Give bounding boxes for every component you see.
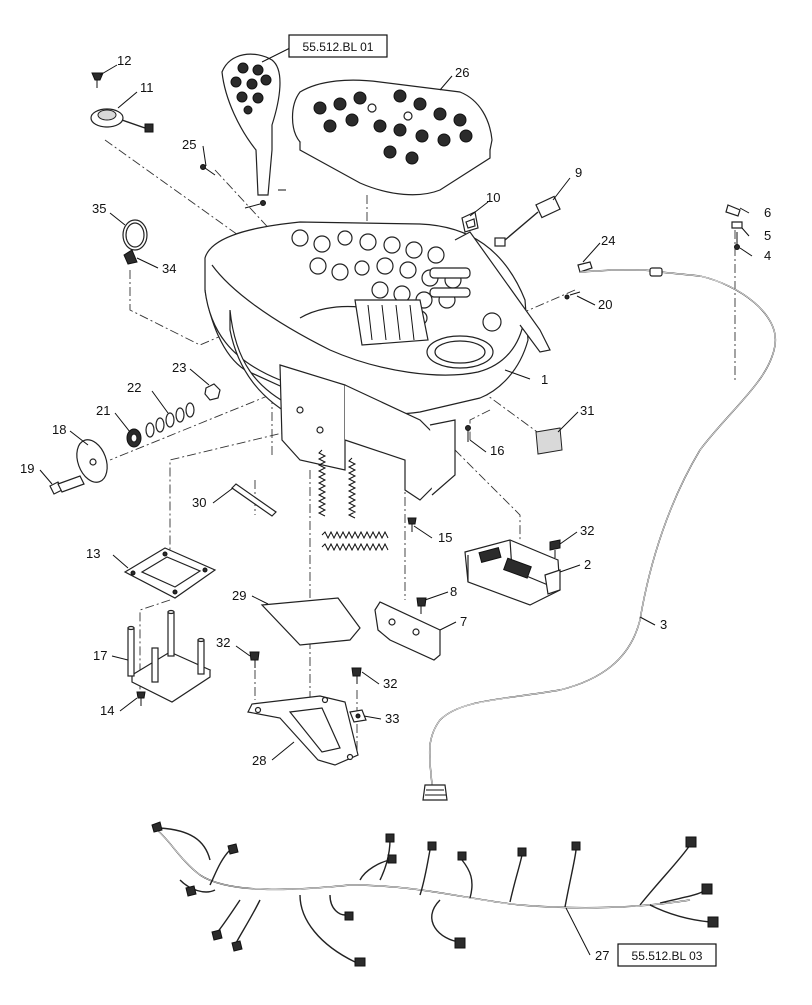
bracket-item-7: [374, 601, 441, 661]
screw-item-14: [136, 691, 146, 706]
rod-item-30: [231, 483, 277, 517]
callout-6: 6: [764, 205, 771, 220]
callout-34: 34: [162, 261, 176, 276]
screw-item-8: [416, 597, 427, 614]
cable-tie-item-35: [122, 219, 148, 265]
cable-item-3: [422, 267, 777, 801]
callout-17: 17: [93, 648, 107, 663]
screw-item-25: [200, 164, 286, 209]
callout-21: 21: [96, 403, 110, 418]
console-housing: [204, 221, 551, 501]
callout-11: 11: [140, 80, 154, 95]
callout-9: 9: [575, 165, 582, 180]
callout-15: 15: [438, 530, 452, 545]
callout-31: 31: [580, 403, 594, 418]
callout-12: 12: [117, 53, 131, 68]
callout-32-b: 32: [216, 635, 230, 650]
reference-label-joystick: 55.512.BL 01: [303, 40, 374, 54]
joystick-handle: [221, 53, 281, 196]
clip-item-10: [461, 211, 479, 233]
callout-26: 26: [455, 65, 469, 80]
callout-1: 1: [541, 372, 548, 387]
control-panel-board: [291, 79, 493, 196]
gasket-item-13: [123, 547, 217, 599]
callout-7: 7: [460, 614, 467, 629]
callout-25: 25: [182, 137, 196, 152]
reference-box-joystick[interactable]: 55.512.BL 01: [288, 34, 388, 58]
assembly-dashed-lines: [104, 139, 736, 755]
screw-item-32-a: [549, 539, 561, 558]
callout-20: 20: [598, 297, 612, 312]
callout-4: 4: [764, 248, 771, 263]
mount-item-17: [127, 609, 212, 703]
callout-35: 35: [92, 201, 106, 216]
reference-box-harness[interactable]: 55.512.BL 03: [617, 943, 717, 967]
connector-item-24: [564, 261, 593, 300]
plate-item-29: [260, 597, 361, 646]
speaker-item-11: [90, 108, 154, 133]
callout-23: 23: [172, 360, 186, 375]
plug-item-12: [91, 72, 104, 88]
callout-13: 13: [86, 546, 100, 561]
callout-19: 19: [20, 461, 34, 476]
callout-18: 18: [52, 422, 66, 437]
label-item-31: [535, 427, 563, 455]
screw-item-16: [465, 425, 471, 442]
screw-item-32-c: [351, 667, 362, 684]
springs: [317, 449, 389, 552]
callout-27: 27: [595, 948, 609, 963]
callout-10: 10: [486, 190, 500, 205]
callout-3: 3: [660, 617, 667, 632]
callout-32-a: 32: [580, 523, 594, 538]
leader-lines: [39, 47, 753, 956]
callout-2: 2: [584, 557, 591, 572]
callout-30: 30: [192, 495, 206, 510]
nut-item-33: [349, 709, 367, 723]
callout-32-c: 32: [383, 676, 397, 691]
callout-labels: 1 2 3 4 5 6 7 8 9 10 11 12 13 14 15 16 1…: [20, 53, 771, 963]
bracket-item-28: [247, 695, 359, 766]
callout-24: 24: [601, 233, 615, 248]
callout-5: 5: [764, 228, 771, 243]
callout-14: 14: [100, 703, 114, 718]
callout-8: 8: [450, 584, 457, 599]
sensor-item-9: [494, 195, 561, 247]
callout-29: 29: [232, 588, 246, 603]
screw-item-15: [407, 517, 417, 532]
callout-16: 16: [490, 443, 504, 458]
wire-harness-item-27: [151, 821, 719, 967]
callout-22: 22: [127, 380, 141, 395]
callout-28: 28: [252, 753, 266, 768]
module-item-2: [464, 539, 561, 606]
reference-label-harness: 55.512.BL 03: [632, 949, 703, 963]
screw-item-32-b: [249, 651, 260, 668]
fasteners-items-4-5-6: [725, 204, 743, 250]
callout-33: 33: [385, 711, 399, 726]
knob-assembly: [49, 383, 221, 495]
